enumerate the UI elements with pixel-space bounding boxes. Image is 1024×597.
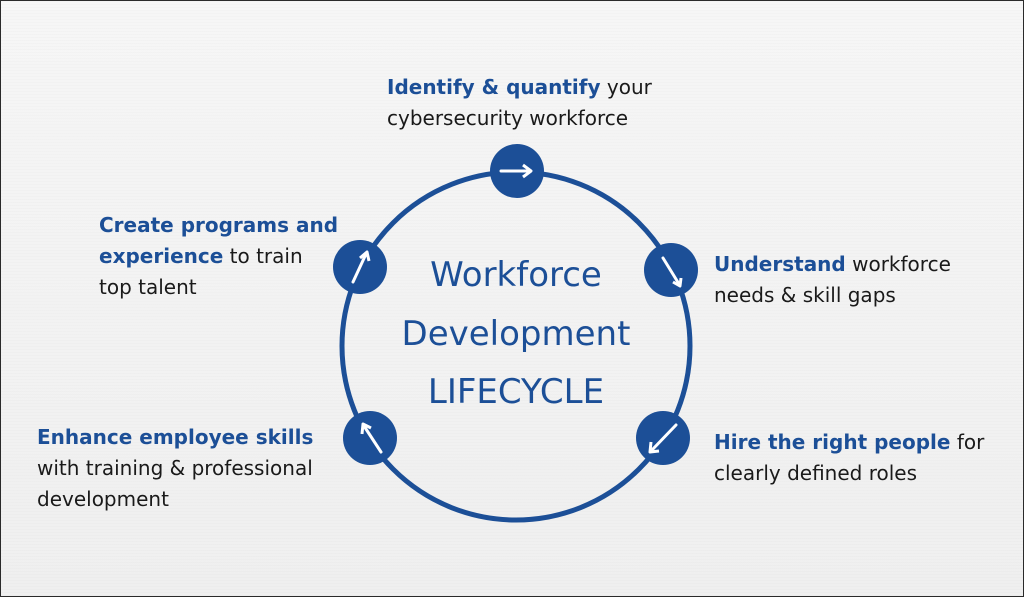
arrow-down-right-icon <box>644 243 698 297</box>
arrow-up-right-icon <box>333 240 387 294</box>
arrow-up-left-icon <box>343 411 397 465</box>
step-identify-line-1: Identify & quantify your <box>387 72 652 103</box>
arrow-right-icon <box>490 144 544 198</box>
step-enhance-heading: Enhance employee skills <box>37 425 314 449</box>
step-hire-heading-rest: for <box>950 430 985 454</box>
step-create-heading-rest: to train <box>223 244 303 268</box>
step-identify-label: Identify & quantify your cybersecurity w… <box>387 72 652 134</box>
step-hire-label: Hire the right people for clearly define… <box>714 427 984 489</box>
step-understand-label: Understand workforce needs & skill gaps <box>714 249 951 311</box>
step-hire-description: clearly defined roles <box>714 461 918 485</box>
step-create-label: Create programs and experience to train … <box>99 210 338 303</box>
step-understand-line-1: Understand workforce <box>714 249 951 280</box>
step-create-line-2: experience to train <box>99 241 338 272</box>
center-title-line-2: Development <box>401 314 631 354</box>
step-create-heading: Create programs and <box>99 213 339 237</box>
step-create-heading-cont: experience <box>99 244 224 268</box>
center-title-line-1: Workforce <box>430 255 602 295</box>
step-identify-heading: Identify & quantify <box>387 75 601 99</box>
step-understand-description: needs & skill gaps <box>714 283 896 307</box>
step-enhance-label: Enhance employee skills with training & … <box>37 422 313 515</box>
step-identify-heading-rest: your <box>600 75 652 99</box>
step-hire-heading: Hire the right people <box>714 430 951 454</box>
center-title-line-3: LIFECYCLE <box>427 372 605 412</box>
step-identify-description: cybersecurity workforce <box>387 106 629 130</box>
step-hire-line-1: Hire the right people for <box>714 427 984 458</box>
step-understand-heading: Understand <box>714 252 846 276</box>
step-create-description: top talent <box>99 275 197 299</box>
arrow-down-left-icon <box>636 411 690 465</box>
step-understand-heading-rest: workforce <box>845 252 951 276</box>
step-enhance-description-line-2: development <box>37 487 169 511</box>
step-enhance-description-line-1: with training & professional <box>37 456 313 480</box>
